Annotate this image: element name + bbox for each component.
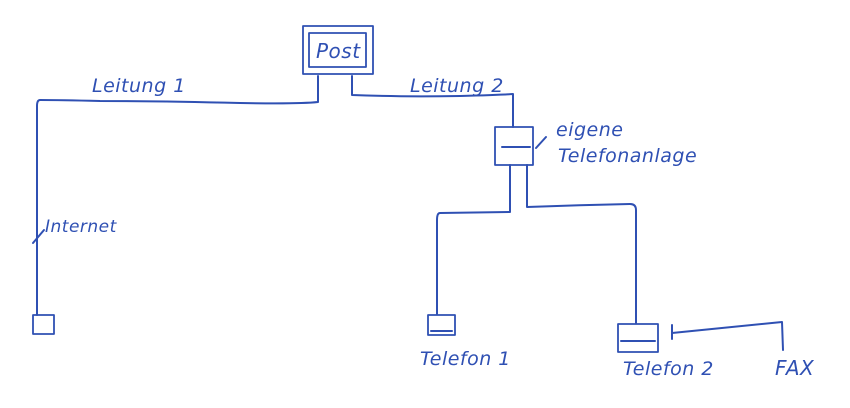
pbx-label-line1: eigene: [556, 119, 623, 141]
pbx-label-tick: [535, 136, 547, 149]
post-box-inner: [308, 32, 367, 68]
fax-label: FAX: [775, 356, 815, 380]
phone2-node: [617, 323, 659, 353]
internet-label: Internet: [45, 217, 118, 237]
fax-wire: [671, 321, 784, 351]
line1-label: Leitung 1: [92, 75, 186, 97]
post-label: Post: [316, 39, 361, 63]
pbx-link-left: [436, 164, 511, 315]
phone1-node: [427, 314, 456, 336]
pbx-label-line2: Telefonanlage: [558, 145, 697, 167]
phone2-box: [617, 323, 659, 353]
internet-tick: [32, 229, 45, 244]
post-box-outer: [302, 25, 374, 75]
line1-wire: [36, 75, 319, 316]
phone1-label: Telefon 1: [420, 348, 511, 370]
internet-endpoint-box: [32, 314, 55, 335]
pbx-link-right: [526, 164, 637, 324]
phone1-box: [427, 314, 456, 336]
pbx-box-outer: [494, 126, 534, 166]
line2-label: Leitung 2: [410, 75, 504, 97]
line2-wire: [351, 75, 514, 128]
post-node: [302, 25, 374, 75]
phone2-label: Telefon 2: [623, 358, 714, 380]
pbx-node: [494, 126, 534, 166]
